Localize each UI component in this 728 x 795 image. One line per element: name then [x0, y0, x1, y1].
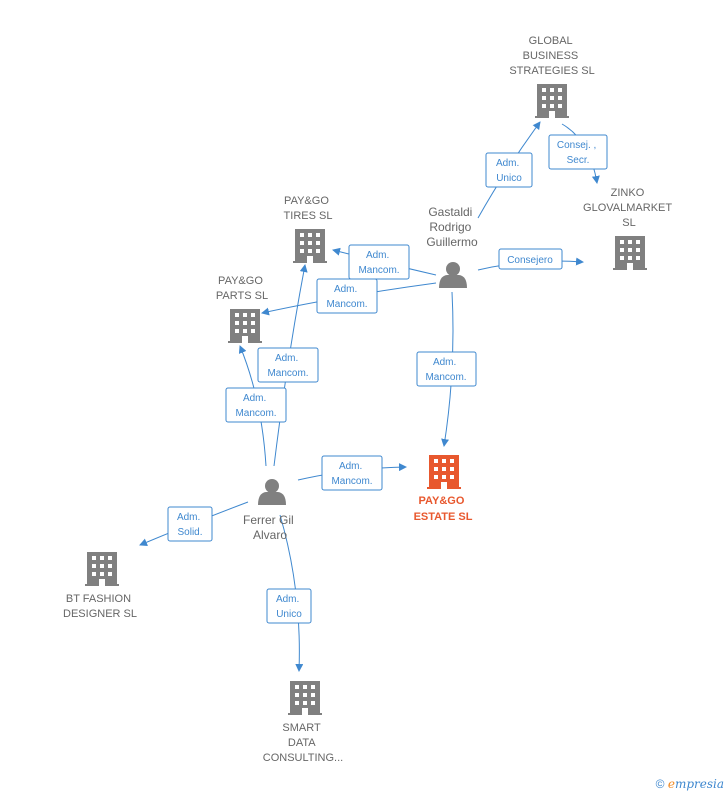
building-icon	[293, 229, 327, 263]
node-btfashion[interactable]: BT FASHION DESIGNER SL	[63, 552, 137, 620]
node-label-tires: PAY&GO TIRES SL	[284, 195, 333, 222]
footer-brand[interactable]: © empresia	[656, 777, 724, 791]
svg-text:Adm. Mancom.: Adm. Mancom.	[326, 284, 367, 310]
node-parts[interactable]: PAY&GO PARTS SL	[216, 275, 268, 343]
svg-text:Adm. Unico: Adm. Unico	[496, 158, 522, 184]
edges	[139, 121, 600, 672]
edge-label-ferrer-smart[interactable]: Adm. Unico	[266, 588, 312, 624]
edge-label-ferrer-estate[interactable]: Adm. Mancom.	[321, 455, 383, 491]
building-icon	[613, 236, 647, 270]
edge-label-gastaldi-parts[interactable]: Adm. Mancom.	[316, 278, 378, 314]
edge-label-ferrer-parts[interactable]: Adm. Mancom.	[225, 387, 287, 423]
building-icon	[288, 681, 322, 715]
building-icon	[427, 455, 461, 489]
copyright-icon: ©	[655, 777, 665, 791]
node-zinko[interactable]: ZINKO GLOVALMARKET SL	[583, 187, 675, 270]
edge-label-ferrer-btfashion[interactable]: Adm. Solid.	[167, 506, 213, 542]
node-label-parts: PAY&GO PARTS SL	[216, 275, 268, 302]
node-ferrer[interactable]: Ferrer Gil Alvaro	[243, 479, 297, 542]
svg-text:Adm. Solid.: Adm. Solid.	[177, 512, 203, 538]
node-label-smart: SMART DATA CONSULTING...	[263, 722, 343, 764]
node-gastaldi[interactable]: Gastaldi Rodrigo Guillermo	[426, 205, 478, 288]
brand-initial: e	[667, 777, 675, 791]
node-smart[interactable]: SMART DATA CONSULTING...	[263, 681, 343, 764]
svg-text:Adm. Mancom.: Adm. Mancom.	[425, 357, 466, 383]
svg-text:Adm. Mancom.: Adm. Mancom.	[235, 393, 276, 419]
node-estate[interactable]: PAY&GO ESTATE SL	[414, 455, 473, 523]
building-icon	[535, 84, 569, 118]
node-label-ferrer: Ferrer Gil Alvaro	[243, 513, 297, 542]
edge-label-gastaldi-zinko[interactable]: Consejero	[498, 248, 563, 270]
svg-text:Adm. Mancom.: Adm. Mancom.	[331, 461, 372, 487]
building-icon	[228, 309, 262, 343]
node-label-global: GLOBAL BUSINESS STRATEGIES SL	[509, 35, 594, 77]
node-label-gastaldi: Gastaldi Rodrigo Guillermo	[426, 205, 478, 249]
node-label-estate: PAY&GO ESTATE SL	[414, 495, 473, 523]
edge-label-gastaldi-global[interactable]: Adm. Unico	[485, 152, 533, 188]
node-tires[interactable]: PAY&GO TIRES SL	[284, 195, 333, 263]
edge-label-gastaldi-estate[interactable]: Adm. Mancom.	[416, 351, 477, 387]
node-global[interactable]: GLOBAL BUSINESS STRATEGIES SL	[509, 35, 595, 118]
edge-label-ferrer-tires[interactable]: Adm. Mancom.	[257, 347, 319, 383]
person-icon	[258, 479, 286, 505]
building-icon	[85, 552, 119, 586]
svg-text:Adm. Mancom.: Adm. Mancom.	[358, 250, 399, 276]
svg-text:Consejero: Consejero	[507, 255, 553, 266]
node-label-zinko: ZINKO GLOVALMARKET SL	[583, 187, 675, 229]
edge-label-global-zinko[interactable]: Consej. , Secr.	[548, 134, 608, 170]
brand-name: mpresia	[674, 777, 724, 791]
node-label-btfashion: BT FASHION DESIGNER SL	[63, 593, 137, 620]
person-icon	[439, 262, 467, 288]
edge-label-gastaldi-tires[interactable]: Adm. Mancom.	[348, 244, 410, 280]
svg-text:Consej. , Secr.: Consej. , Secr.	[557, 140, 599, 166]
svg-text:Adm. Mancom.: Adm. Mancom.	[267, 353, 308, 379]
svg-text:Adm. Unico: Adm. Unico	[276, 594, 302, 620]
